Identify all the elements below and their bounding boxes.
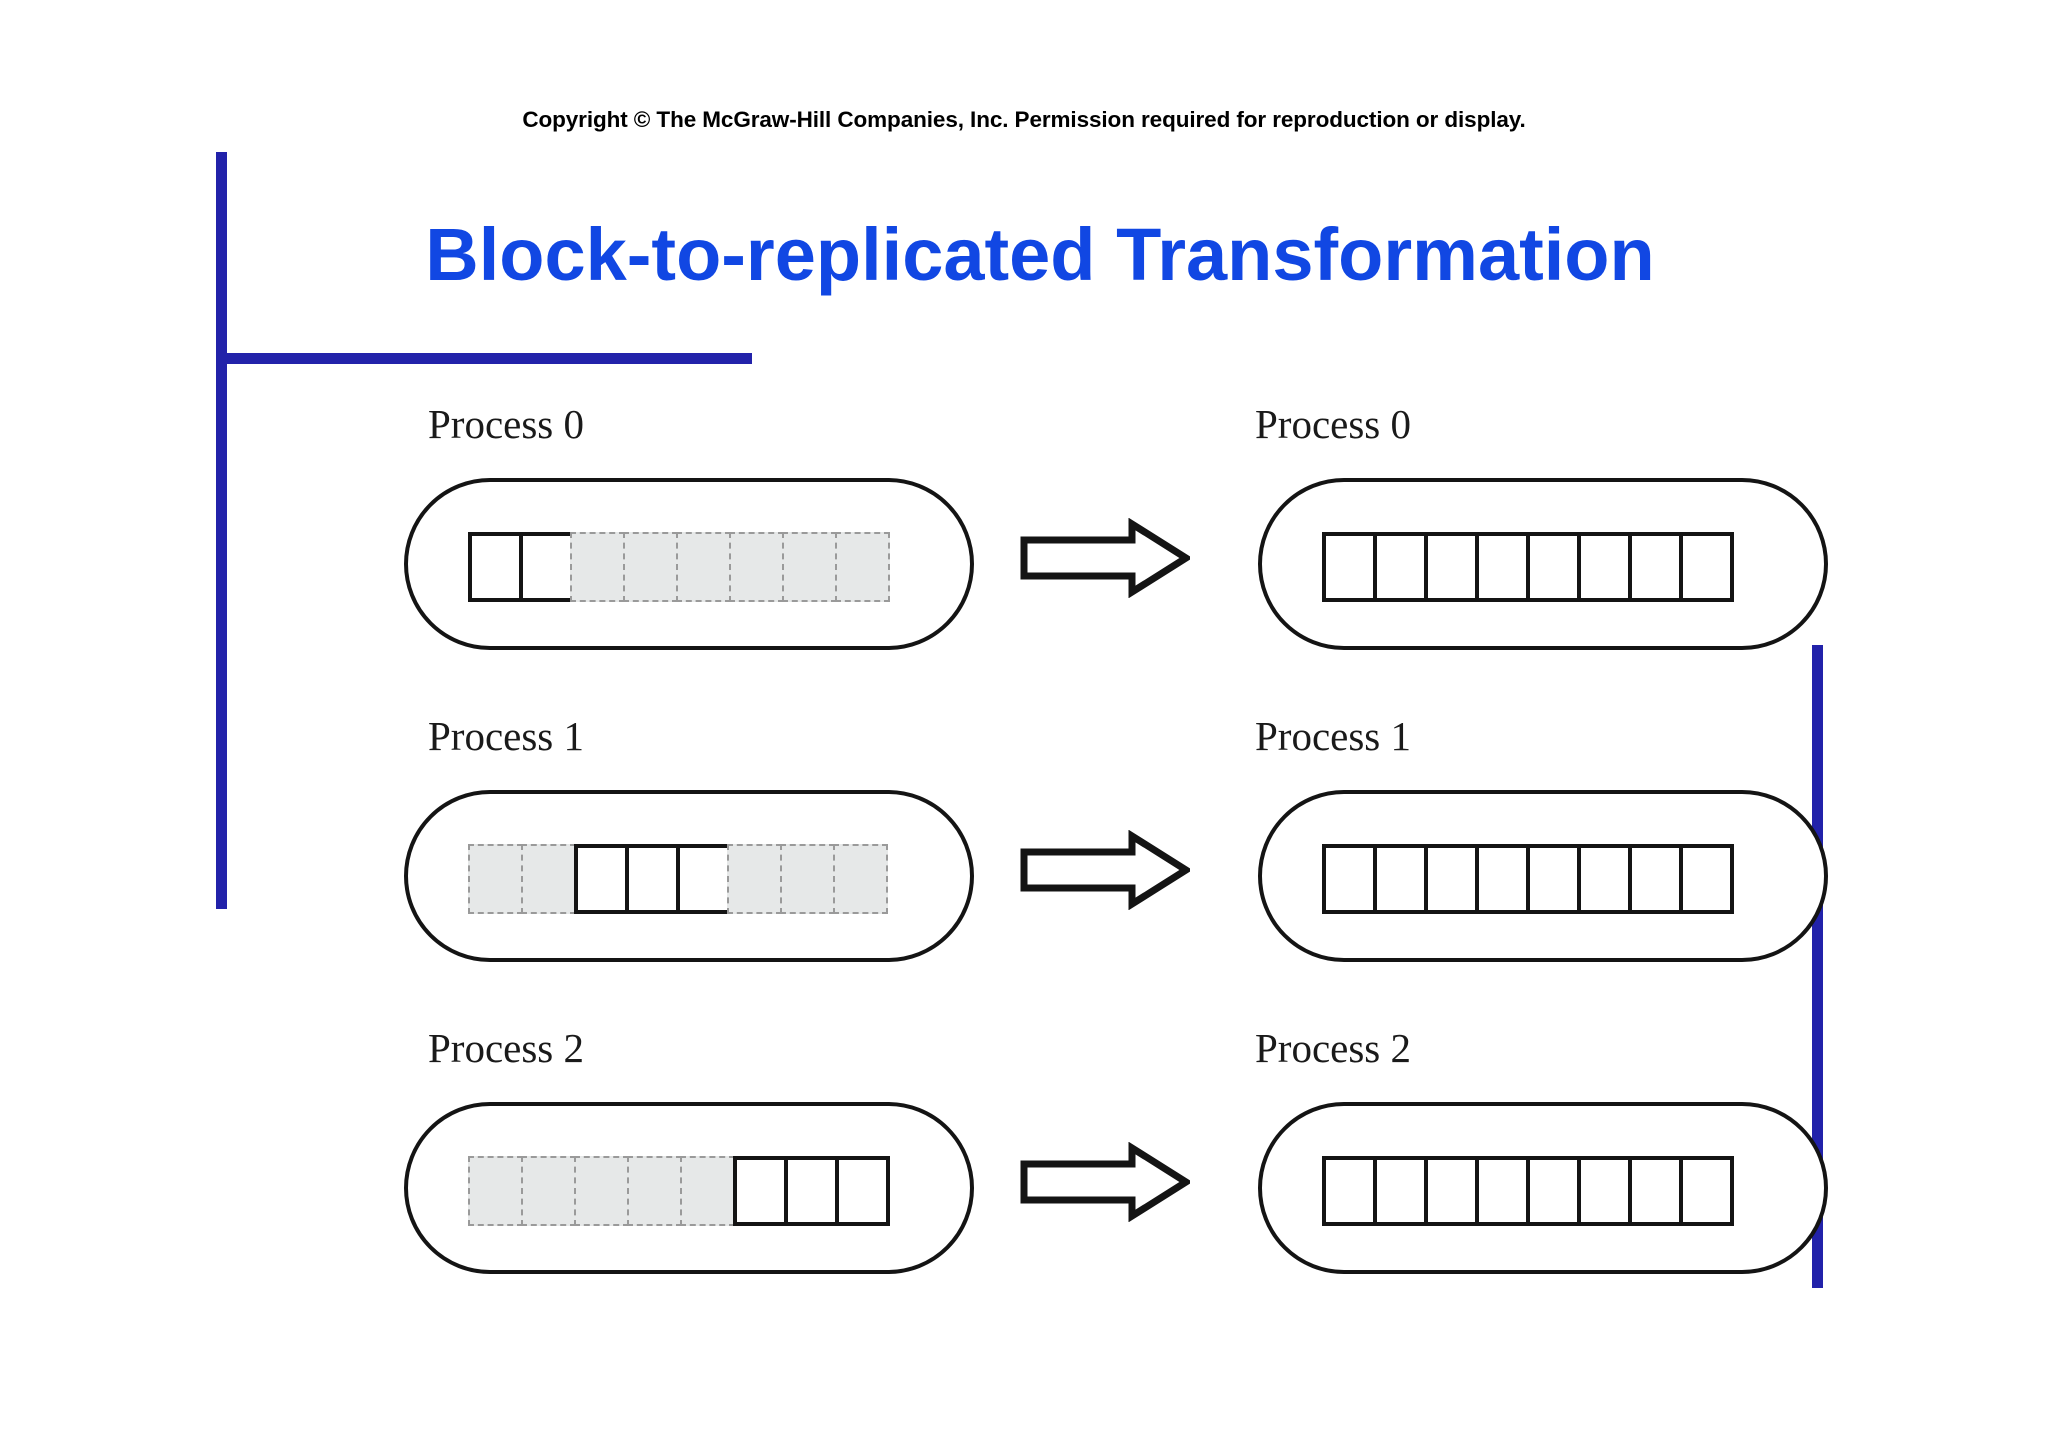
array-cell-remote [780,844,835,914]
array-cell-owned [1424,532,1479,602]
process-label-right: Process 0 [1255,401,1412,447]
array-strip [1322,532,1734,602]
array-cell-owned [1526,1156,1581,1226]
array-strip [468,532,890,602]
process-memory-container-right [1258,790,1828,962]
array-cell-owned [468,532,523,602]
array-cell-remote [627,1156,682,1226]
array-cell-remote [570,532,625,602]
array-cell-remote [623,532,678,602]
array-cell-owned [1322,532,1377,602]
process-label-right: Process 2 [1255,1025,1412,1071]
array-cell-owned [1577,532,1632,602]
array-cell-remote [782,532,837,602]
array-cell-owned [1679,532,1734,602]
process-label-right: Process 1 [1255,713,1412,759]
process-row: Process 1 Process 1 [0,712,2048,982]
array-cell-owned [676,844,731,914]
process-memory-container-left [404,790,974,962]
array-cell-remote [676,532,731,602]
array-cell-owned [574,844,629,914]
array-cell-owned [1424,844,1479,914]
array-cell-remote [727,844,782,914]
process-row: Process 0 Process 0 [0,400,2048,670]
process-memory-container-left [404,478,974,650]
array-cell-remote [521,1156,576,1226]
array-cell-owned [1373,532,1428,602]
process-label-left: Process 0 [428,401,585,447]
array-cell-owned [733,1156,788,1226]
process-label-left: Process 1 [428,713,585,759]
array-cell-owned [1628,1156,1683,1226]
array-cell-owned [1373,1156,1428,1226]
array-cell-owned [835,1156,890,1226]
array-cell-owned [1679,1156,1734,1226]
array-cell-owned [784,1156,839,1226]
copyright-notice: Copyright © The McGraw-Hill Companies, I… [522,107,1526,132]
array-cell-owned [1424,1156,1479,1226]
array-cell-owned [1526,844,1581,914]
array-cell-owned [1577,1156,1632,1226]
array-cell-owned [1526,532,1581,602]
array-cell-remote [833,844,888,914]
decor-rule-left-horizontal [216,353,752,364]
array-cell-owned [1322,1156,1377,1226]
process-memory-container-left [404,1102,974,1274]
process-label-left: Process 2 [428,1025,585,1071]
array-cell-owned [1475,844,1530,914]
array-strip [468,1156,890,1226]
process-row: Process 2 Process 2 [0,1024,2048,1294]
array-strip [468,844,888,914]
decor-rule-left-vertical [216,152,227,909]
array-cell-remote [835,532,890,602]
array-cell-remote [468,1156,523,1226]
process-memory-container-right [1258,478,1828,650]
transforms-to-arrow-icon [1020,1142,1190,1222]
array-cell-owned [519,532,574,602]
array-cell-owned [1475,532,1530,602]
array-cell-owned [1577,844,1632,914]
array-cell-owned [1628,532,1683,602]
array-cell-owned [1475,1156,1530,1226]
array-cell-remote [468,844,523,914]
array-cell-remote [574,1156,629,1226]
array-cell-owned [1679,844,1734,914]
array-cell-owned [1628,844,1683,914]
array-cell-remote [729,532,784,602]
page-title: Block-to-replicated Transformation [425,213,1655,296]
array-cell-owned [625,844,680,914]
array-cell-remote [521,844,576,914]
array-cell-remote [680,1156,735,1226]
array-strip [1322,1156,1734,1226]
array-cell-owned [1373,844,1428,914]
array-cell-owned [1322,844,1377,914]
decor-rule-right-vertical [1812,645,1823,1288]
process-memory-container-right [1258,1102,1828,1274]
transforms-to-arrow-icon [1020,518,1190,598]
transforms-to-arrow-icon [1020,830,1190,910]
array-strip [1322,844,1734,914]
